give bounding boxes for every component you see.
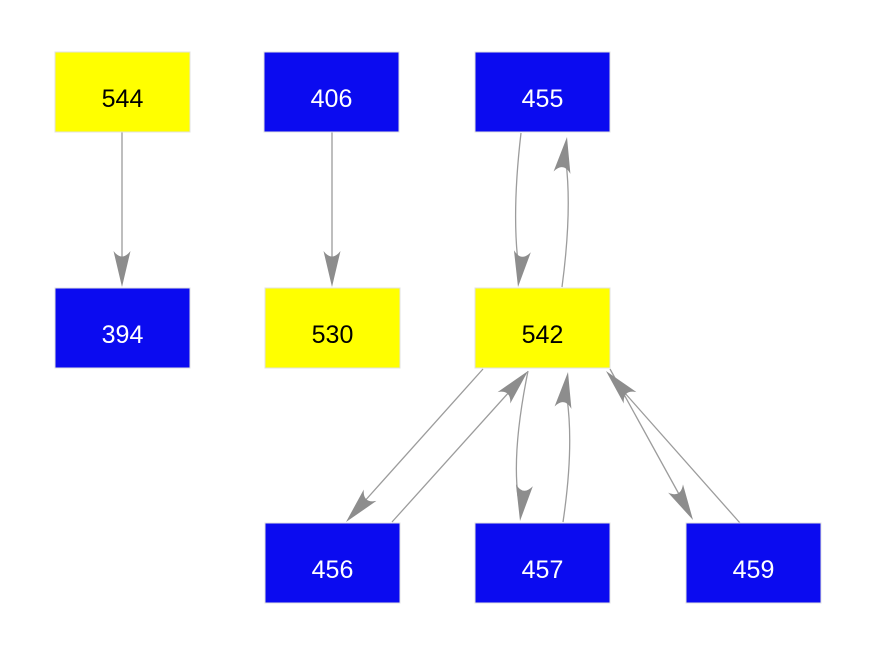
- node-label: 456: [312, 556, 354, 584]
- arrowhead-icon: [346, 489, 377, 522]
- edge-455-to-542: [513, 132, 531, 287]
- node-544: 544: [54, 51, 191, 133]
- arrowhead-icon: [113, 251, 131, 287]
- node-box: [685, 522, 822, 604]
- node-455: 455: [474, 51, 611, 133]
- edge-544-to-394: [113, 132, 131, 287]
- edge-542-to-456: [346, 368, 484, 522]
- node-label: 542: [522, 321, 564, 349]
- arrowhead-icon: [668, 484, 693, 520]
- edge-406-to-530: [323, 132, 341, 287]
- node-394: 394: [54, 287, 191, 369]
- node-label: 459: [733, 556, 775, 584]
- edge-457-to-542: [554, 372, 572, 523]
- node-label: 457: [522, 556, 564, 584]
- arrowhead-icon: [553, 137, 571, 174]
- edge-line: [561, 161, 569, 288]
- node-457: 457: [474, 522, 611, 604]
- node-box: [474, 287, 611, 369]
- arrowhead-icon: [515, 484, 533, 521]
- edge-layer: [113, 132, 741, 524]
- node-layer: 544 406 455 394 530 542 456 457 459: [54, 51, 822, 604]
- node-label: 406: [311, 85, 353, 113]
- node-box: [474, 522, 611, 604]
- node-label: 394: [102, 321, 144, 349]
- edge-542-to-457: [515, 370, 533, 521]
- node-406: 406: [263, 51, 400, 133]
- node-box: [474, 51, 611, 133]
- arrowhead-icon: [554, 372, 572, 409]
- arrowhead-icon: [497, 371, 528, 404]
- node-box: [264, 287, 401, 369]
- edge-line: [562, 397, 571, 523]
- arrowhead-icon: [323, 251, 341, 287]
- edge-line: [362, 368, 484, 504]
- edge-line: [515, 370, 529, 497]
- node-530: 530: [264, 287, 401, 369]
- edge-line: [391, 390, 511, 523]
- node-label: 455: [522, 85, 564, 113]
- node-459: 459: [685, 522, 822, 604]
- node-box: [54, 287, 191, 369]
- node-box: [54, 51, 191, 133]
- arrowhead-icon: [513, 250, 531, 287]
- node-box: [263, 51, 400, 133]
- arrowhead-icon: [606, 371, 637, 404]
- edge-542-to-455: [553, 137, 571, 288]
- node-542: 542: [474, 287, 611, 369]
- node-456: 456: [264, 522, 401, 604]
- node-box: [264, 522, 401, 604]
- edge-456-to-542: [391, 371, 528, 523]
- edge-459-to-542: [606, 371, 741, 524]
- edge-line: [514, 132, 522, 263]
- node-label: 544: [102, 85, 144, 113]
- node-label: 530: [312, 321, 354, 349]
- edge-line: [623, 391, 741, 524]
